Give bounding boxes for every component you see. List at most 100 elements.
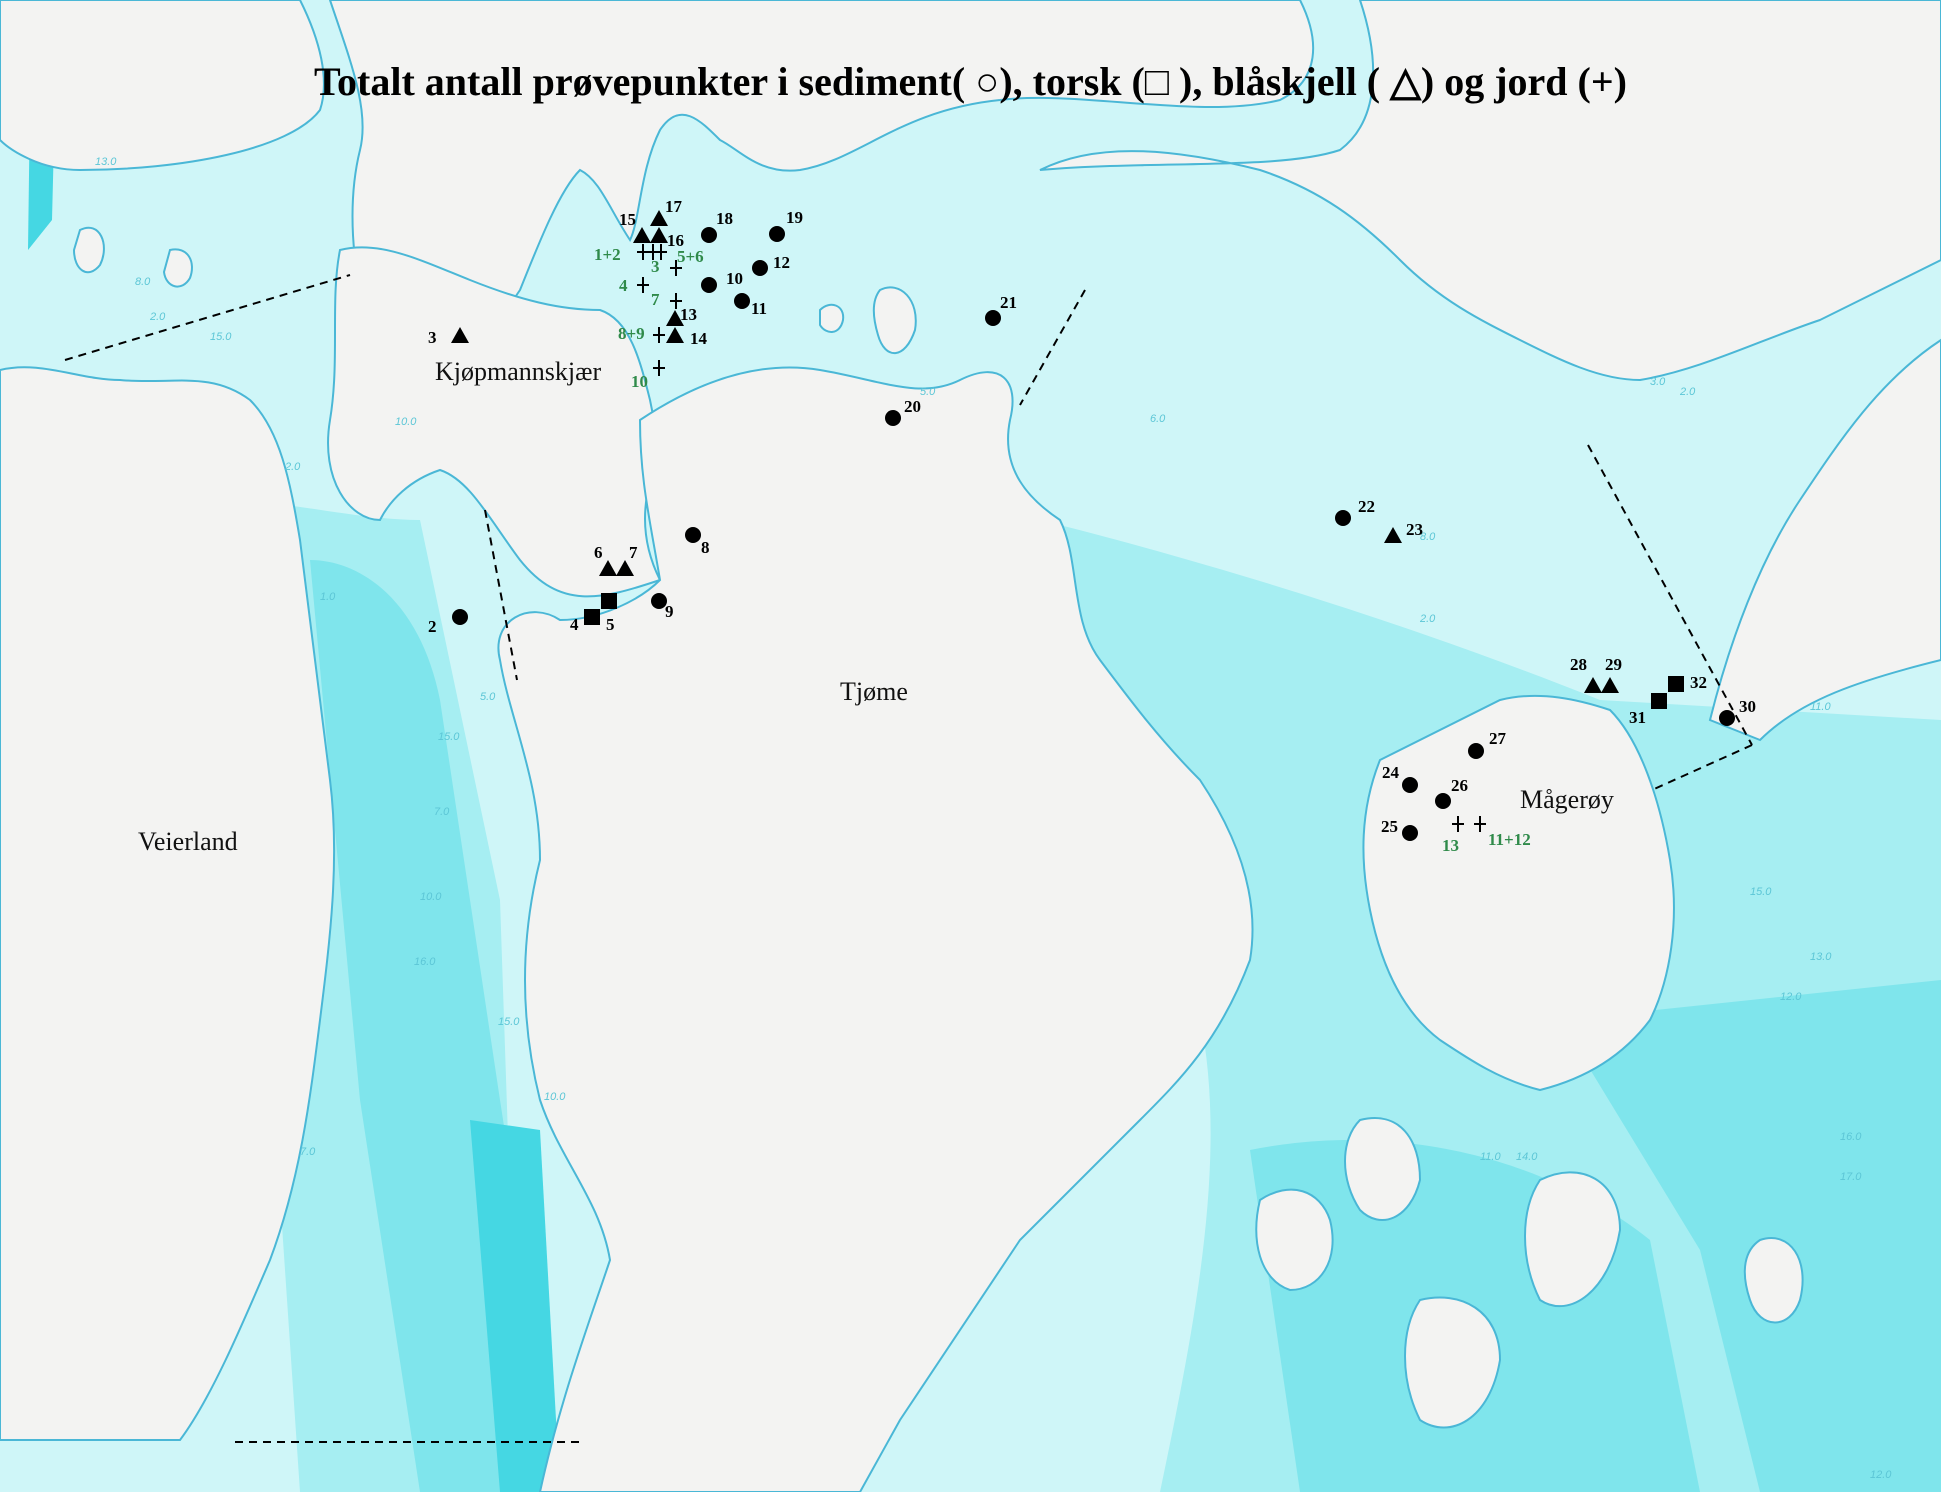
sample-label: 20 bbox=[904, 397, 921, 416]
sample-label: 19 bbox=[786, 208, 803, 227]
sample-label: 30 bbox=[1739, 697, 1756, 716]
place-name-tjome: Tjøme bbox=[840, 677, 908, 706]
depth-label: 5.0 bbox=[480, 691, 496, 703]
soil-sample[interactable]: 7 bbox=[651, 290, 682, 309]
sediment-sample[interactable]: 24 bbox=[1382, 763, 1418, 793]
mussel-sample[interactable]: 23 bbox=[1384, 520, 1423, 543]
depth-label: 11.0 bbox=[1810, 701, 1831, 713]
sediment-sample[interactable]: 25 bbox=[1381, 817, 1418, 841]
sample-label: 5 bbox=[606, 615, 615, 634]
depth-label: 15.0 bbox=[498, 1016, 520, 1028]
sediment-sample[interactable]: 22 bbox=[1335, 497, 1375, 526]
depth-label: 16.0 bbox=[414, 956, 436, 968]
depth-label: 15.0 bbox=[1750, 886, 1772, 898]
depth-label: 8.0 bbox=[135, 276, 151, 288]
sample-label: 10 bbox=[631, 372, 648, 391]
mussel-sample[interactable]: 3 bbox=[428, 327, 469, 347]
sample-label: 8 bbox=[701, 538, 710, 557]
cod-sample[interactable]: 4 bbox=[570, 609, 600, 634]
depth-label: 15.0 bbox=[210, 331, 232, 343]
sediment-sample[interactable]: 26 bbox=[1435, 776, 1468, 809]
sediment-sample[interactable]: 11 bbox=[734, 293, 767, 318]
depth-label: 12.0 bbox=[1870, 1469, 1892, 1481]
sample-label: 3 bbox=[651, 257, 660, 276]
mussel-sample[interactable]: 14 bbox=[666, 327, 708, 348]
sample-label: 15 bbox=[619, 210, 636, 229]
sediment-samples: 2 8 9 10 11 12 18 19 20 21 22 24 25 26 2… bbox=[428, 208, 1756, 841]
depth-label: 12.0 bbox=[1780, 991, 1802, 1003]
sample-label: 7 bbox=[651, 290, 660, 309]
depth-label: 3.0 bbox=[1650, 376, 1666, 388]
soil-sample[interactable]: 11+12 bbox=[1474, 816, 1531, 849]
sample-label: 17 bbox=[665, 197, 683, 216]
sediment-sample[interactable]: 19 bbox=[769, 208, 803, 242]
soil-sample[interactable]: 5+6 bbox=[655, 244, 704, 266]
mussel-sample[interactable]: 7 bbox=[616, 543, 638, 576]
mussel-sample[interactable]: 6 bbox=[594, 543, 617, 576]
depth-label: 14.0 bbox=[1516, 1151, 1538, 1163]
cod-samples: 4 5 31 32 bbox=[570, 593, 1707, 727]
sample-label: 21 bbox=[1000, 293, 1017, 312]
mussel-sample[interactable]: 29 bbox=[1601, 655, 1622, 693]
sample-label: 14 bbox=[690, 329, 708, 348]
sample-label: 13 bbox=[680, 305, 697, 324]
sample-label: 9 bbox=[665, 602, 674, 621]
soil-sample[interactable]: 1+2 bbox=[594, 244, 659, 264]
mussel-samples: 3 6 7 13 14 15 16 17 23 28 29 bbox=[428, 197, 1622, 693]
depth-label: 11.0 bbox=[1480, 1151, 1501, 1163]
sample-label: 27 bbox=[1489, 729, 1507, 748]
sample-label: 29 bbox=[1605, 655, 1622, 674]
depth-label: 15.0 bbox=[438, 731, 460, 743]
sediment-sample[interactable]: 8 bbox=[685, 527, 710, 557]
soil-sample[interactable]: 8+9 bbox=[618, 324, 665, 343]
sample-label: 26 bbox=[1451, 776, 1468, 795]
depth-labels: 13.0 8.0 2.0 15.0 10.0 2.0 1.0 5.0 15.0 … bbox=[95, 156, 1892, 1481]
sample-label: 25 bbox=[1381, 817, 1398, 836]
soil-sample[interactable]: 13 bbox=[1442, 816, 1464, 855]
place-name-veierland: Veierland bbox=[138, 827, 238, 856]
sediment-sample[interactable]: 18 bbox=[701, 209, 733, 243]
mussel-sample[interactable]: 15 bbox=[619, 210, 651, 243]
depth-label: 6.0 bbox=[1150, 413, 1166, 425]
depth-label: 2.0 bbox=[149, 311, 166, 323]
sediment-sample[interactable]: 9 bbox=[651, 593, 674, 621]
sediment-sample[interactable]: 20 bbox=[885, 397, 921, 426]
cod-sample[interactable]: 5 bbox=[601, 593, 617, 634]
depth-label: 2.0 bbox=[1419, 613, 1436, 625]
sample-label: 6 bbox=[594, 543, 603, 562]
sediment-sample[interactable]: 21 bbox=[985, 293, 1017, 326]
mussel-sample[interactable]: 16 bbox=[650, 227, 684, 250]
sample-label: 4 bbox=[570, 615, 579, 634]
sample-label: 18 bbox=[716, 209, 733, 228]
depth-label: 10.0 bbox=[420, 891, 442, 903]
depth-label: 13.0 bbox=[95, 156, 117, 168]
sediment-sample[interactable]: 2 bbox=[428, 609, 468, 636]
sample-label: 31 bbox=[1629, 708, 1646, 727]
soil-sample[interactable]: 4 bbox=[619, 276, 649, 295]
sediment-sample[interactable]: 27 bbox=[1468, 729, 1507, 759]
depth-label: 16.0 bbox=[1840, 1131, 1862, 1143]
sample-label: 3 bbox=[428, 328, 437, 347]
sample-label: 2 bbox=[428, 617, 437, 636]
depth-label: 10.0 bbox=[395, 416, 417, 428]
depth-label: 7.0 bbox=[300, 1146, 316, 1158]
soil-sample[interactable]: 3 bbox=[651, 257, 682, 276]
soil-sample[interactable]: 10 bbox=[631, 360, 665, 391]
cod-sample[interactable]: 31 bbox=[1629, 693, 1667, 727]
mussel-sample[interactable]: 17 bbox=[650, 197, 683, 226]
depth-label: 2.0 bbox=[1679, 386, 1696, 398]
mussel-sample[interactable]: 28 bbox=[1570, 655, 1602, 693]
depth-label: 2.0 bbox=[284, 461, 301, 473]
soil-samples: 1+2 3 4 5+6 7 8+9 10 11+12 13 bbox=[594, 244, 1531, 855]
sediment-sample[interactable]: 30 bbox=[1719, 697, 1756, 726]
sediment-sample[interactable]: 12 bbox=[752, 253, 790, 276]
depth-label: 8.0 bbox=[1420, 531, 1436, 543]
cod-sample[interactable]: 32 bbox=[1668, 673, 1707, 692]
sample-label: 32 bbox=[1690, 673, 1707, 692]
mussel-sample[interactable]: 13 bbox=[666, 305, 697, 326]
sample-label: 23 bbox=[1406, 520, 1423, 539]
sample-label: 13 bbox=[1442, 836, 1459, 855]
sediment-sample[interactable]: 10 bbox=[701, 269, 743, 293]
